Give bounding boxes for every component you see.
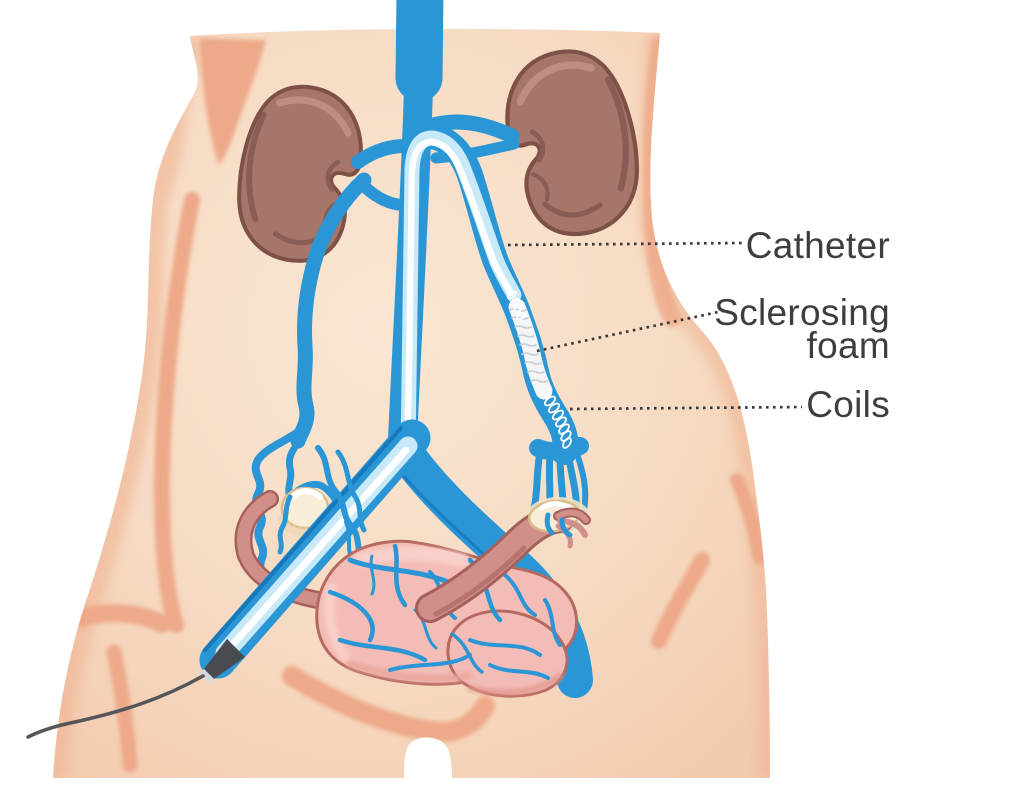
coils-lower [539,388,572,449]
sclerosing-foam-label: Sclerosing foam [714,292,890,366]
left-ovary-region [415,497,591,623]
femoral-catheter-tube [199,419,431,679]
sclerosing-foam-label-line1: Sclerosing [714,292,890,333]
right-ovary [280,486,330,530]
hub-tip [199,669,214,683]
foam-texture [509,308,548,383]
entry-hub [199,639,245,683]
varicose-veins-over [277,445,367,562]
catheter [400,130,522,460]
skin-shade-patches [73,36,767,773]
coils-upper [507,290,526,321]
uterus-shading [324,547,563,696]
catheter-label: Catheter [745,225,890,266]
coils [507,290,572,449]
uterine-veins [327,543,562,680]
coils-label: Coils [806,384,890,425]
guidewire [26,674,205,739]
sclerosing-foam-label-line2: foam [806,325,890,366]
sclerosing-foam [508,298,553,400]
fan-finger-tips [544,512,573,538]
